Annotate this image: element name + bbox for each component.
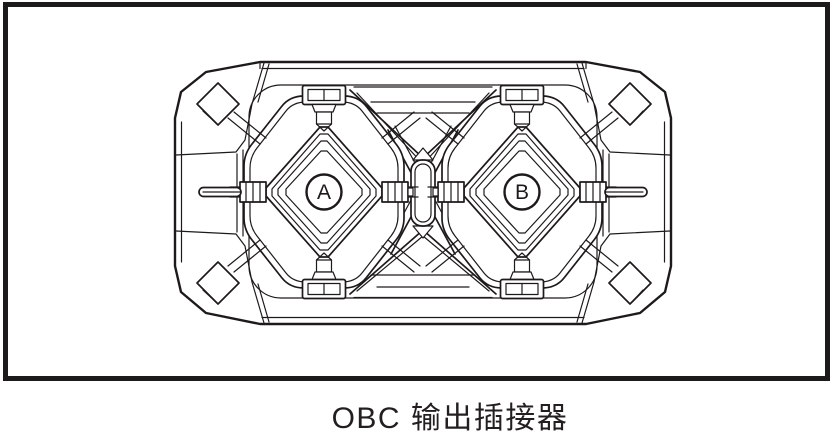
port-b-label: B — [515, 181, 529, 204]
inner-pin-port-b — [432, 187, 439, 197]
mounting-hole-top-right — [608, 82, 652, 126]
figure-caption: OBC 输出插接器 — [331, 402, 569, 435]
mounting-hole-bottom-right — [608, 261, 652, 305]
connector-technical-drawing: A B — [173, 60, 673, 326]
inner-pin-port-a — [407, 187, 414, 197]
mounting-hole-top-left — [196, 82, 240, 126]
terminal-pin-left — [198, 186, 242, 198]
mounting-hole-bottom-left — [196, 261, 240, 305]
terminal-pin-right — [604, 186, 648, 198]
port-a-label: A — [317, 181, 331, 204]
